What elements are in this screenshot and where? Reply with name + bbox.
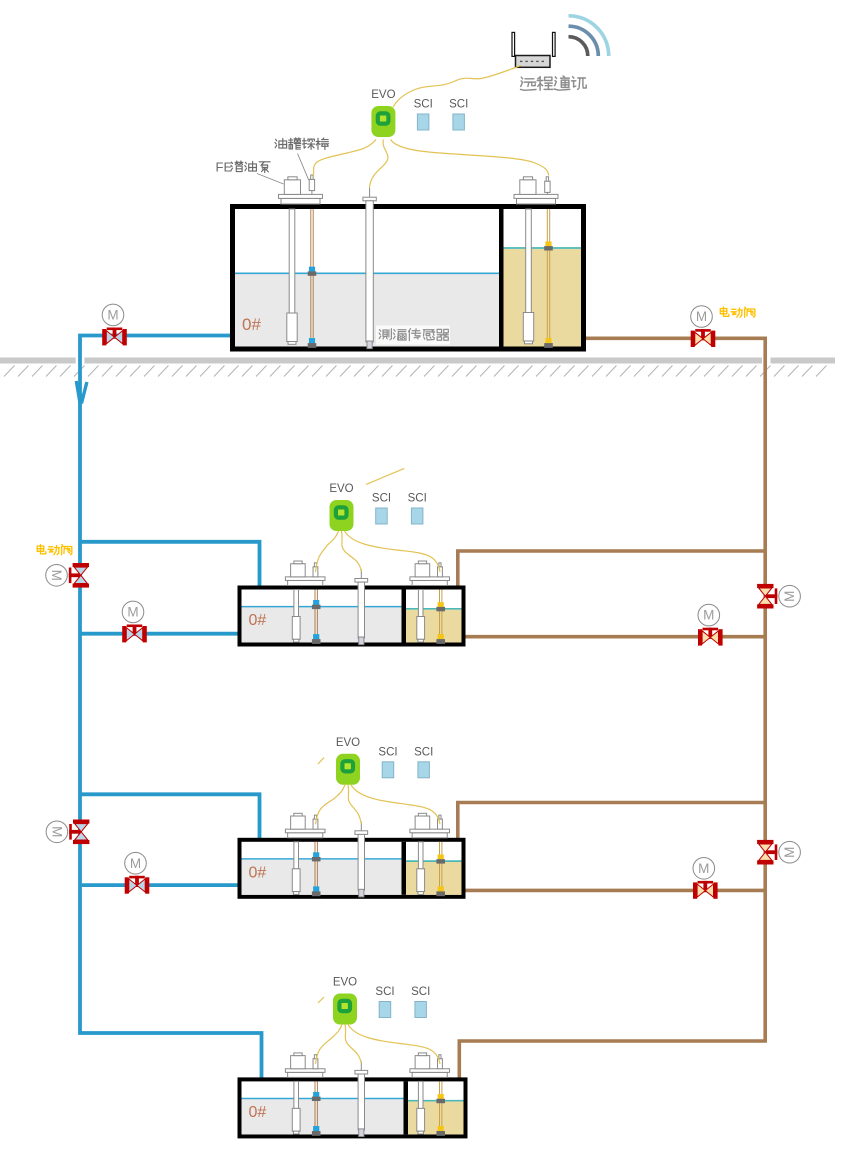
svg-text:SCI: SCI bbox=[408, 493, 427, 505]
svg-text:0#: 0# bbox=[242, 315, 261, 334]
svg-text:M: M bbox=[703, 608, 714, 623]
svg-text:M: M bbox=[49, 570, 64, 581]
svg-text:EVO: EVO bbox=[329, 483, 353, 495]
svg-text:M: M bbox=[782, 847, 797, 858]
svg-text:SCI: SCI bbox=[449, 99, 468, 111]
svg-text:SCI: SCI bbox=[414, 746, 433, 758]
svg-text:M: M bbox=[782, 591, 797, 602]
svg-text:M: M bbox=[698, 861, 709, 876]
svg-text:SCI: SCI bbox=[375, 986, 394, 998]
svg-text:FE: FE bbox=[216, 160, 233, 175]
svg-text:M: M bbox=[130, 856, 141, 871]
svg-text:SCI: SCI bbox=[372, 493, 391, 505]
svg-text:EVO: EVO bbox=[371, 89, 395, 101]
svg-text:0#: 0# bbox=[249, 864, 267, 881]
svg-text:M: M bbox=[696, 309, 707, 324]
svg-text:EVO: EVO bbox=[336, 737, 360, 749]
svg-text:SCI: SCI bbox=[378, 746, 397, 758]
svg-text:0#: 0# bbox=[249, 1104, 267, 1121]
svg-text:M: M bbox=[127, 605, 138, 620]
svg-text:EVO: EVO bbox=[333, 977, 357, 989]
svg-text:SCI: SCI bbox=[414, 99, 433, 111]
svg-text:M: M bbox=[49, 826, 64, 837]
svg-text:SCI: SCI bbox=[411, 986, 430, 998]
svg-text:0#: 0# bbox=[249, 612, 267, 629]
svg-text:M: M bbox=[107, 308, 118, 323]
